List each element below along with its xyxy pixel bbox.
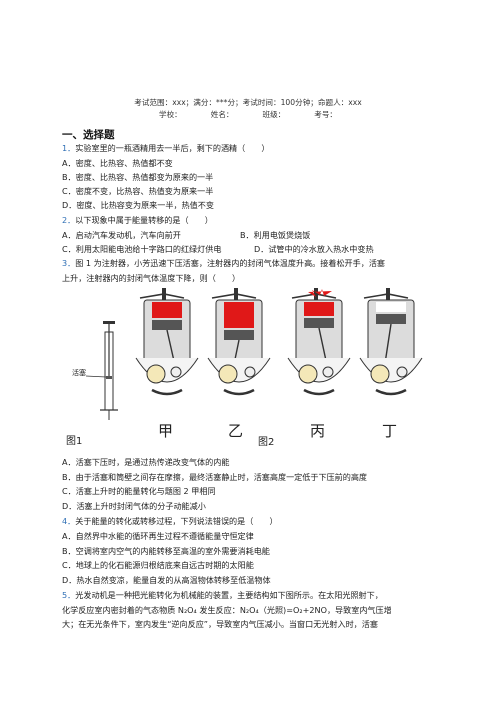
engine-yi: 乙 xyxy=(207,288,271,440)
piston xyxy=(224,330,254,340)
q1-option-c: C．密度不变，比热容、热值变为原来一半 xyxy=(62,186,214,196)
piston-pointer-line xyxy=(85,375,107,378)
question-text: 关于能量的转化或转移过程，下列说法错误的是（ ） xyxy=(75,516,278,526)
crankcase xyxy=(135,357,199,383)
syringe-piston xyxy=(106,376,112,379)
question-number: 4． xyxy=(62,516,76,526)
q1-option-a: A．密度、比热容、热值都不变 xyxy=(62,158,173,168)
combustion-chamber xyxy=(152,302,182,318)
flywheel xyxy=(218,364,238,384)
spark-plug-icon xyxy=(314,288,318,300)
question-text: 以下现象中属于能量转移的是（ ） xyxy=(75,215,213,225)
piston-label: 活塞 xyxy=(72,368,86,377)
spark-plug-icon xyxy=(162,288,166,300)
q3-option-b: B．由于活塞和筒壁之间存在摩擦，最终活塞静止时，活塞高度一定低于下压前的高度 xyxy=(62,472,368,482)
engine-ding: 丁 xyxy=(359,288,423,440)
q2-option-d: D．试管中的冷水放入热水中变热 xyxy=(254,244,374,254)
syringe-plunger-head xyxy=(103,321,115,324)
question-5-line1: 5．光发动机是一种把光能转化为机械能的装置，主要结构如下图所示。在太阳光照射下， xyxy=(62,590,383,601)
flywheel xyxy=(298,364,318,384)
q3-option-a: A．活塞下压时，是通过热传递改变气体的内能 xyxy=(62,457,230,467)
figure-1-label: 图1 xyxy=(66,435,82,447)
q2-option-a: A．启动汽车发动机，汽车向前开 xyxy=(62,230,181,240)
question-number: 5． xyxy=(62,590,76,600)
q4-option-d: D．热水自然变凉，能量自发的从高温物体转移至低温物体 xyxy=(62,575,271,585)
q4-option-c: C．地球上的化石能源归根结底来自远古时期的太阳能 xyxy=(62,560,254,570)
question-1-stem: 1．实验室里的一瓶酒精用去一半后，剩下的酒精（ ） xyxy=(62,143,270,154)
engine-label: 乙 xyxy=(228,422,243,440)
flywheel xyxy=(146,364,166,384)
question-2-stem: 2．以下现象中属于能量转移的是（ ） xyxy=(62,215,213,226)
engine-figure: 活塞 图1 甲 乙 xyxy=(66,288,423,448)
q1-option-d: D．密度、比热容变为原来一半，热值不变 xyxy=(62,200,214,210)
flywheel xyxy=(370,364,390,384)
q4-option-a: A．自然界中水能的循环再生过程不遵循能量守恒定律 xyxy=(62,531,254,541)
question-5-line3: 大；在无光条件下，室内发生“逆向反应”，导致室内气压减小。当窗口无光射入时，活塞 xyxy=(62,619,378,629)
engine-label: 丁 xyxy=(382,422,397,440)
question-text: 光发动机是一种把光能转化为机械能的装置，主要结构如下图所示。在太阳光照射下， xyxy=(75,590,383,600)
spark-plug-icon xyxy=(234,288,238,300)
q1-option-b: B．密度、比热容、热值都变为原来的一半 xyxy=(62,172,214,182)
crankcase xyxy=(207,357,271,383)
combustion-chamber xyxy=(376,302,406,312)
question-3-stem-line2: 上升，注射器内的封闭气体温度下降，则（ ） xyxy=(62,273,241,283)
q2-option-b: B．利用电饭煲烧饭 xyxy=(240,230,311,240)
spark-icon xyxy=(308,289,332,297)
crankcase xyxy=(359,357,423,383)
exam-info-line: 考试范围：xxx；满分：***分；考试时间：100分钟；命题人：xxx xyxy=(134,98,362,107)
crankcase xyxy=(287,357,351,383)
engine-bing: 丙 xyxy=(287,288,351,440)
piston xyxy=(304,318,334,328)
question-text: 实验室里的一瓶酒精用去一半后，剩下的酒精（ ） xyxy=(75,143,270,153)
syringe-figure: 活塞 图1 xyxy=(66,321,118,447)
engine-label: 丙 xyxy=(310,422,325,440)
q4-option-b: B．空调将室内空气的内能转移至高温的室外需要消耗电能 xyxy=(62,546,270,556)
q3-option-d: D．活塞上升时封闭气体的分子动能减小 xyxy=(62,501,206,511)
question-3-stem-line1: 3．图 1 为注射器，小芳迅速下压活塞，注射器内的封闭气体温度升高。接着松开手，… xyxy=(62,258,385,269)
section-title: 一、选择题 xyxy=(62,129,115,141)
question-5-line2: 化学反应室内密封着的气态物质 N₂O₄ 发生反应：N₂O₄（光照)=O₂+2NO… xyxy=(62,605,392,615)
spark-plug-icon xyxy=(386,288,390,300)
piston xyxy=(152,320,182,330)
q3-option-c: C．活塞上升时的能量转化与题图 2 甲相同 xyxy=(62,486,216,496)
question-4-stem: 4．关于能量的转化或转移过程，下列说法错误的是（ ） xyxy=(62,516,278,527)
figure-2-label: 图2 xyxy=(258,436,274,448)
piston xyxy=(376,314,406,324)
engine-jia: 甲 xyxy=(135,288,199,440)
student-info-line: 学校： 姓名： 班级： 考号： xyxy=(158,110,338,119)
question-number: 2． xyxy=(62,215,76,225)
question-number: 1． xyxy=(62,143,76,153)
question-number: 3． xyxy=(62,258,76,268)
combustion-chamber xyxy=(224,302,254,328)
q2-option-c: C．利用太阳能电池给十字路口的红绿灯供电 xyxy=(62,244,222,254)
combustion-chamber xyxy=(304,302,334,316)
engine-label: 甲 xyxy=(158,422,173,440)
question-text: 图 1 为注射器，小芳迅速下压活塞，注射器内的封闭气体温度升高。接着松开手，活塞 xyxy=(75,258,386,268)
